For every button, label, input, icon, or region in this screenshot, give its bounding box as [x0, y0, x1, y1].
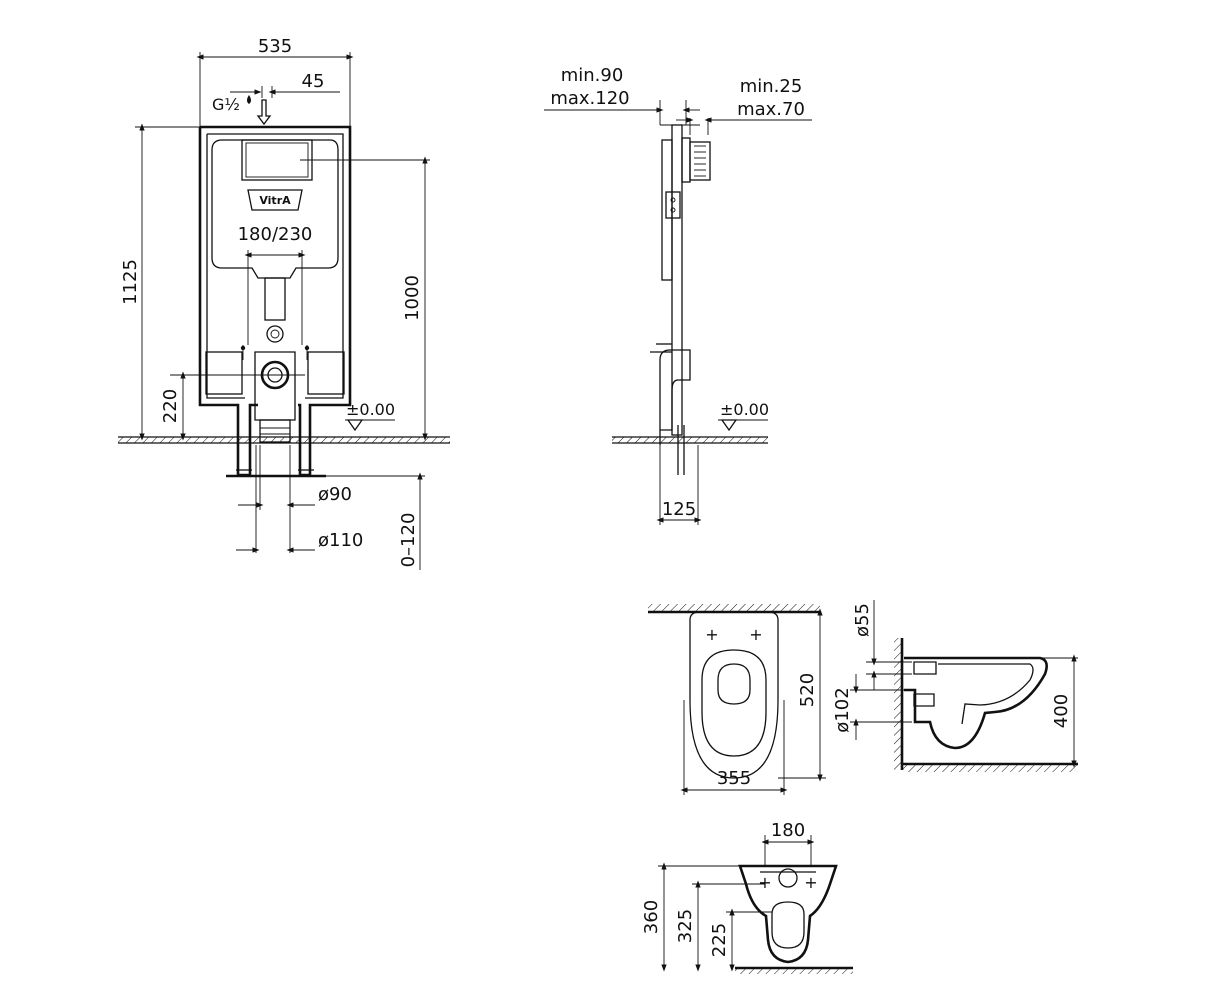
dim-outlet-spacing: 180/230 [238, 224, 313, 245]
frame-side-view: min.90 max.120 min.25 max.70 ±0.00 125 [544, 65, 812, 525]
dim-wall-min: min.90 [561, 65, 624, 86]
svg-text:+: + [749, 625, 762, 644]
dim-bolt-spacing: 180 [771, 820, 805, 841]
frame-front-view: VitrA G½ 535 45 [118, 36, 450, 570]
floor-hatch [118, 437, 450, 443]
dim-height-ref: 1000 [402, 275, 423, 321]
dim-wall-max: max.120 [550, 88, 629, 109]
svg-text:+: + [758, 873, 771, 892]
dim-pipe-large: ø110 [318, 530, 363, 551]
dim-plate-min: min.25 [740, 76, 803, 97]
bowl-section-view: ø55 ø102 400 [832, 600, 1078, 772]
dim-plate-max: max.70 [737, 99, 805, 120]
dim-outlet-dia: ø102 [832, 687, 853, 732]
svg-text:+: + [804, 873, 817, 892]
water-drop-icon [247, 95, 251, 104]
dim-bowl-length: 520 [797, 673, 818, 707]
floor-level-side: ±0.00 [720, 400, 769, 419]
bowl-back-view: + + 180 360 325 225 [641, 820, 853, 974]
dim-inlet-dia: ø55 [852, 603, 873, 637]
svg-text:+: + [705, 625, 718, 644]
vitra-logo: VitrA [259, 194, 291, 207]
dim-depth: 125 [662, 499, 696, 520]
bowl-plan-view: + + 355 520 [648, 604, 826, 795]
dim-adjust-range: 0–120 [398, 513, 419, 568]
dim-offset: 45 [302, 71, 325, 92]
inlet-label: G½ [212, 95, 240, 114]
dim-bowl-height: 400 [1051, 694, 1072, 728]
dim-height-outlet: 220 [160, 389, 181, 423]
floor-level-front: ±0.00 [346, 400, 395, 419]
dim-h1: 360 [641, 900, 662, 934]
dim-h3: 225 [709, 923, 730, 957]
dim-width: 535 [258, 36, 292, 57]
dim-pipe-small: ø90 [318, 484, 352, 505]
dim-h2: 325 [675, 909, 696, 943]
dim-height-total: 1125 [120, 259, 141, 305]
dim-bowl-width: 355 [717, 768, 751, 789]
